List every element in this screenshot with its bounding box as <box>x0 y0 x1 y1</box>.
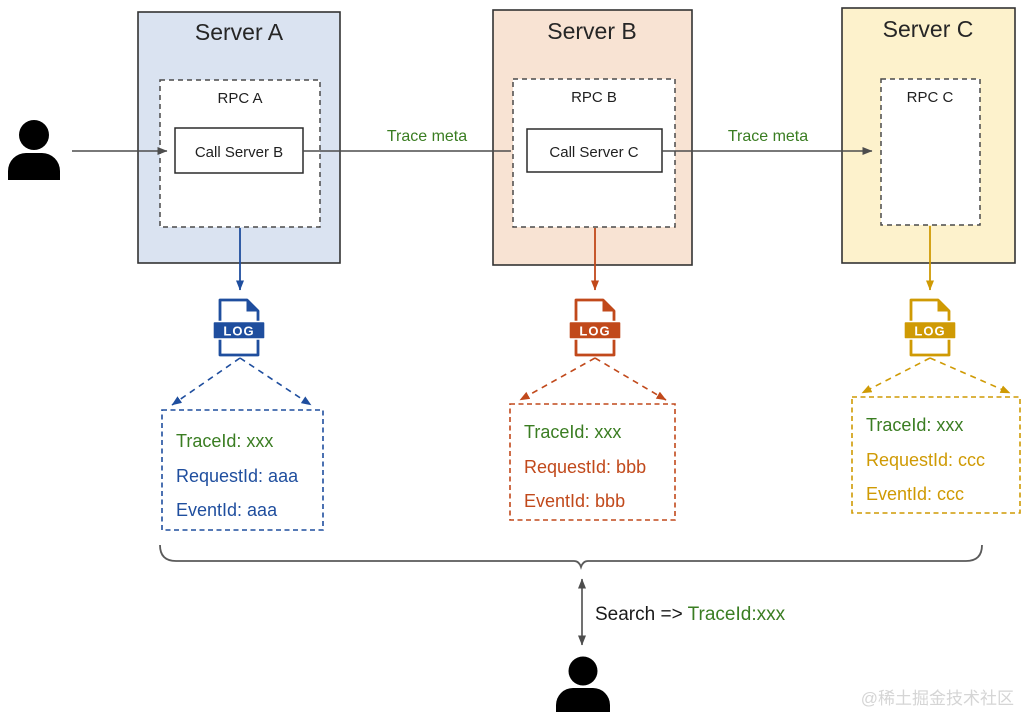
trace-box-b-border <box>509 403 676 521</box>
server-b-container: Server B RPC B Call Server C <box>492 9 693 266</box>
user-top-body <box>8 153 60 180</box>
log-b-badge <box>568 320 622 340</box>
log-a-badge-text: LOG <box>223 324 254 339</box>
user-bottom-body <box>556 688 610 712</box>
trace-box-a: TraceId: xxx RequestId: aaa EventId: aaa <box>161 409 324 531</box>
server-c-title: Server C <box>883 16 974 42</box>
server-a-title: Server A <box>195 19 284 45</box>
log-c-badge <box>903 320 957 340</box>
search-query: TraceId:xxx <box>688 604 786 625</box>
log-b-fan-right <box>594 357 667 401</box>
rpc-c-box <box>880 78 981 226</box>
search-annotation: Search => TraceId:xxx <box>595 604 786 625</box>
log-c-fan-left <box>861 357 931 394</box>
rpc-c-label: RPC C <box>907 89 954 106</box>
trace-meta-label-2: Trace meta <box>728 128 808 145</box>
call-server-b-box <box>174 127 304 174</box>
log-b-badge-text: LOG <box>579 324 610 339</box>
server-b-title: Server B <box>547 18 636 44</box>
log-b-fan-left <box>519 357 596 401</box>
trace-b-requestid: RequestId: bbb <box>524 457 646 477</box>
log-c-badge-text: LOG <box>914 324 945 339</box>
log-b-fold-corner <box>602 298 616 312</box>
call-server-b-label: Call Server B <box>195 144 283 161</box>
rpc-b-label: RPC B <box>571 89 617 106</box>
watermark: @稀土掘金技术社区 <box>861 689 1014 708</box>
trace-c-traceid: TraceId: xxx <box>866 415 963 435</box>
call-server-c-box <box>526 128 663 173</box>
rpc-a-label: RPC A <box>217 90 262 107</box>
log-a-badge <box>212 320 266 340</box>
trace-meta-label-1: Trace meta <box>387 128 467 145</box>
trace-box-a-border <box>161 409 324 531</box>
user-top-head <box>19 120 49 150</box>
gather-bracket <box>159 544 983 570</box>
server-c-container: Server C RPC C <box>841 7 1016 264</box>
trace-b-eventid: EventId: bbb <box>524 491 625 511</box>
log-file-icon-a: LOG <box>212 298 266 357</box>
trace-c-eventid: EventId: ccc <box>866 484 964 504</box>
trace-b-traceid: TraceId: xxx <box>524 422 621 442</box>
log-c-fan-right <box>929 357 1011 394</box>
trace-a-traceid: TraceId: xxx <box>176 431 273 451</box>
user-bottom-head <box>568 656 598 686</box>
trace-box-b: TraceId: xxx RequestId: bbb EventId: bbb <box>509 403 676 521</box>
trace-box-c-border <box>851 396 1021 514</box>
call-server-c-label: Call Server C <box>549 144 638 161</box>
trace-a-eventid: EventId: aaa <box>176 500 278 520</box>
log-file-icon-c: LOG <box>903 298 957 357</box>
log-c-fold-corner <box>937 298 951 312</box>
log-fan-lines <box>171 357 1011 406</box>
log-a-fold-corner <box>246 298 260 312</box>
log-file-icon-b: LOG <box>568 298 622 357</box>
trace-a-requestid: RequestId: aaa <box>176 466 299 486</box>
log-a-fan-right <box>239 357 312 406</box>
user-icon-bottom <box>556 656 610 712</box>
trace-c-requestid: RequestId: ccc <box>866 450 985 470</box>
log-a-fan-left <box>171 357 241 406</box>
user-icon-top <box>8 120 60 180</box>
trace-box-c: TraceId: xxx RequestId: ccc EventId: ccc <box>851 396 1021 514</box>
search-prefix: Search => <box>595 604 688 625</box>
server-a-container: Server A RPC A Call Server B <box>137 11 341 264</box>
